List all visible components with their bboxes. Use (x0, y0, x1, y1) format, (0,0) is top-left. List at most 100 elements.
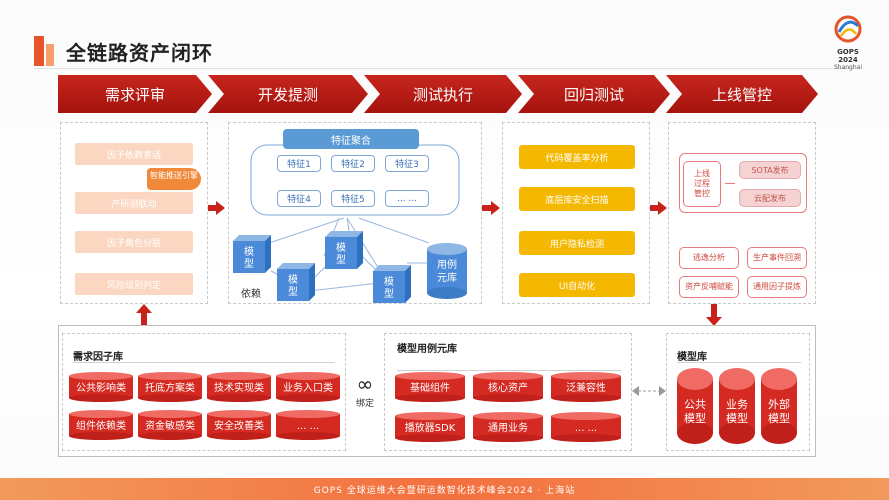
logo-name: GOPS 2024 (837, 48, 859, 64)
cylinder-shape (69, 372, 133, 402)
cylinder-shape (276, 372, 340, 402)
gops-logo: GOPS 2024 Shanghai (828, 14, 868, 71)
model-lib-item: 业务模型 (719, 368, 755, 444)
case-item: 通用业务 (473, 412, 543, 442)
cylinder-shape (207, 410, 271, 440)
smart-push-badge: 智能推送引擎 (147, 168, 201, 190)
infinity-icon: ∞ (356, 372, 374, 396)
cylinder-shape (473, 412, 543, 442)
model-lib-item: 外部模型 (761, 368, 797, 444)
feature-4: 特征4 (277, 190, 321, 207)
cube-char: 型 (288, 287, 298, 298)
case-item-label: 核心资产 (488, 383, 528, 394)
case-item: 核心资产 (473, 372, 543, 402)
factor-item: 安全改善类 (207, 410, 271, 440)
section-underline (73, 362, 335, 363)
dev-test-panel: 特征聚合 特征1 特征2 特征3 特征4 特征5 ... ... 模型 模型 模… (228, 122, 482, 304)
cylinder-shape (719, 368, 755, 444)
arrow-stem (208, 205, 216, 211)
feature-3: 特征3 (385, 155, 429, 172)
review-item-4: 风险级别判定 (75, 273, 193, 295)
factor-item-label: 资金敏感类 (145, 421, 195, 432)
model-cube-1: 模型 (233, 235, 271, 273)
stage-3: 测试执行 (364, 75, 522, 113)
case-lib-title: 模型用例元库 (397, 344, 457, 355)
cylinder-shape (207, 372, 271, 402)
exec-item-4: UI自动化 (519, 273, 635, 297)
cube-char: 模 (336, 243, 346, 254)
stage-1: 需求评审 (58, 75, 212, 113)
factor-item-label: 技术实现类 (214, 383, 264, 394)
bind-label: 绑定 (355, 399, 374, 409)
case-item-label: 泛兼容性 (566, 383, 606, 394)
exec-item-2: 底层库安全扫描 (519, 187, 635, 211)
review-panel: 因子依赖意话 智能推送引擎 产研测联动 因子角色分层 风险级别判定 (60, 122, 208, 304)
exec-item-3: 用户隐私检测 (519, 231, 635, 255)
factor-item-label: 业务入口类 (283, 383, 333, 394)
factor-item: 组件依赖类 (69, 410, 133, 440)
arrow-right-icon (216, 201, 225, 215)
launch-process-box: 上线 过程 管控 (683, 161, 721, 207)
cylinder-shape (551, 412, 621, 442)
cube-shape (233, 235, 271, 273)
cube-shape (325, 231, 363, 269)
cylinder-shape (69, 410, 133, 440)
model-lib-title: 模型库 (677, 352, 707, 363)
stage-5: 上线管控 (666, 75, 818, 113)
stage-2: 开发提测 (208, 75, 368, 113)
feature-1: 特征1 (277, 155, 321, 172)
escape-analysis: 逃逸分析 (679, 247, 739, 269)
title-accent-bar (34, 36, 44, 66)
cylinder-shape (395, 372, 465, 402)
arrow-stem (482, 205, 491, 211)
cloud-release: 云配发布 (739, 189, 801, 207)
gops-logo-icon (834, 15, 862, 43)
title-accent-bar-light (46, 44, 54, 66)
factor-item: 资金敏感类 (138, 410, 202, 440)
case-lib-panel: 模型用例元库 基础组件 核心资产 泛兼容性播放器SDK 通用业务 ... ... (384, 333, 632, 451)
cylinder-shape (138, 372, 202, 402)
review-item-3: 因子角色分层 (75, 231, 193, 253)
launch-line-2: 过程 (694, 179, 710, 188)
arrow-stem (650, 205, 658, 211)
case-lib-cylinder: 用例元库 (427, 243, 467, 299)
cylinder-shape (395, 412, 465, 442)
model-cube-2: 模型 (277, 263, 315, 301)
prod-event-trace: 生产事件回溯 (747, 247, 807, 269)
factor-item: 公共影响类 (69, 372, 133, 402)
feature-aggregation-header: 特征聚合 (283, 129, 419, 149)
stage-flow: 需求评审 开发提测 测试执行 回归测试 上线管控 (58, 75, 818, 113)
cylinder-shape (427, 243, 467, 299)
logo-city: Shanghai (833, 64, 863, 71)
model-cube-3: 模型 (325, 231, 363, 269)
title-divider (34, 68, 854, 69)
case-item: 播放器SDK (395, 412, 465, 442)
cylinder-shape (761, 368, 797, 444)
cylinder-shape (473, 372, 543, 402)
launch-line-1: 上线 (694, 169, 710, 178)
cylinder-shape (551, 372, 621, 402)
factor-item-label: 公共影响类 (76, 383, 126, 394)
case-item: 泛兼容性 (551, 372, 621, 402)
case-item: ... ... (551, 412, 621, 442)
cube-char: 模 (288, 275, 298, 286)
cube-char: 型 (244, 259, 254, 270)
model-cube-4: 模型 (373, 265, 411, 303)
arrow-right-icon (491, 201, 500, 215)
test-exec-panel: 代码覆盖率分析 底层库安全扫描 用户隐私检测 UI自动化 (502, 122, 650, 304)
case-item: 基础组件 (395, 372, 465, 402)
depend-label: 依赖 (241, 289, 261, 300)
case-item-label: 播放器SDK (404, 423, 456, 434)
feature-more: ... ... (385, 190, 429, 207)
cylinder-shape (677, 368, 713, 444)
feature-5: 特征5 (331, 190, 375, 207)
cube-shape (277, 263, 315, 301)
bidirectional-arrow-icon (632, 386, 666, 396)
down-arrow-icon (706, 304, 722, 326)
review-item-2: 产研测联动 (75, 192, 193, 214)
launch-panel: 上线 过程 管控 SOTA发布 云配发布 逃逸分析 生产事件回溯 资产反哺赋能 … (668, 122, 816, 304)
cube-char: 型 (384, 289, 394, 300)
factor-item: 业务入口类 (276, 372, 340, 402)
section-underline (677, 362, 801, 363)
